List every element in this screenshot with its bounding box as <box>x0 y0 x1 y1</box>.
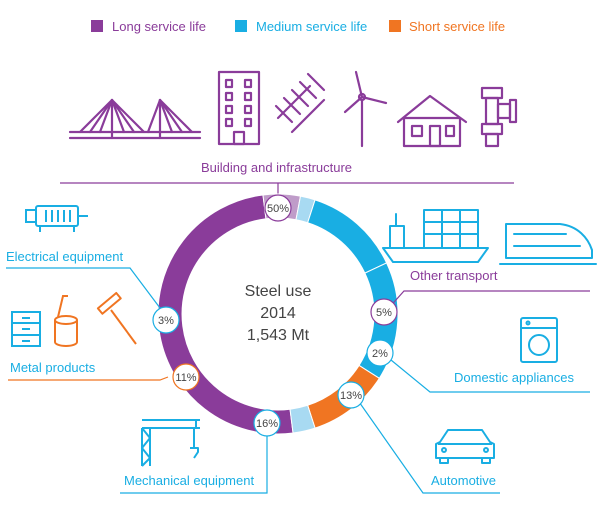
bubble-metal-products: 11% <box>172 363 200 391</box>
razor-icon <box>96 291 137 345</box>
leader-automotive <box>356 398 500 494</box>
cabinet-icon <box>11 311 41 347</box>
train-icon <box>499 223 597 265</box>
pipe-icon <box>480 86 518 148</box>
electric-motor-icon <box>25 205 88 232</box>
legend-swatch-short <box>389 20 401 32</box>
bubble-automotive: 13% <box>337 381 365 409</box>
center-title: Steel use <box>245 283 312 300</box>
label-mechanical-equipment: Mechanical equipment <box>124 473 254 488</box>
building-icon <box>217 70 261 146</box>
washing-machine-icon <box>520 317 558 363</box>
legend-label-medium: Medium service life <box>256 19 367 34</box>
leader-electrical-equipment <box>6 267 161 309</box>
legend-item-long: Long service life <box>91 19 206 34</box>
bubble-electrical: 3% <box>152 306 180 334</box>
leader-mechanical-equipment <box>120 433 268 494</box>
label-electrical-equipment: Electrical equipment <box>6 249 123 264</box>
pct-building: 50% <box>267 203 289 215</box>
bubble-domestic: 2% <box>366 339 394 367</box>
wind-turbine-icon <box>343 70 388 148</box>
crane-icon <box>141 419 200 467</box>
pct-other-transport: 5% <box>376 307 392 319</box>
center-year: 2014 <box>260 305 296 322</box>
bridge-icon <box>68 98 202 140</box>
legend-item-short: Short service life <box>389 19 505 34</box>
legend-label-long: Long service life <box>112 19 206 34</box>
legend-label-short: Short service life <box>409 19 505 34</box>
leader-domestic-appliances <box>390 359 590 393</box>
label-other-transport: Other transport <box>410 268 498 283</box>
leader-metal-products <box>8 376 169 381</box>
bubble-mechanical: 16% <box>253 409 281 437</box>
pct-domestic: 2% <box>372 348 388 360</box>
tin-can-icon <box>54 295 78 347</box>
bubble-building: 50% <box>264 194 292 222</box>
railway-track-icon <box>274 72 326 134</box>
house-icon <box>396 94 468 148</box>
label-building-infrastructure: Building and infrastructure <box>201 160 352 175</box>
donut-slice-automotive <box>307 199 388 274</box>
label-metal-products: Metal products <box>10 360 96 375</box>
bubble-other-transport: 5% <box>370 298 398 326</box>
legend: Long service life Medium service life Sh… <box>91 19 505 34</box>
label-automotive: Automotive <box>431 473 496 488</box>
leader-other-transport <box>386 290 590 311</box>
legend-swatch-medium <box>235 20 247 32</box>
car-icon <box>435 429 495 464</box>
pct-metal-products: 11% <box>175 372 196 384</box>
pct-mechanical: 16% <box>256 418 278 430</box>
legend-item-medium: Medium service life <box>235 19 367 34</box>
center-total: 1,543 Mt <box>247 327 310 344</box>
pct-electrical: 3% <box>158 315 174 327</box>
pct-automotive: 13% <box>340 390 362 402</box>
legend-swatch-long <box>91 20 103 32</box>
ship-icon <box>382 209 489 263</box>
label-domestic-appliances: Domestic appliances <box>454 370 574 385</box>
